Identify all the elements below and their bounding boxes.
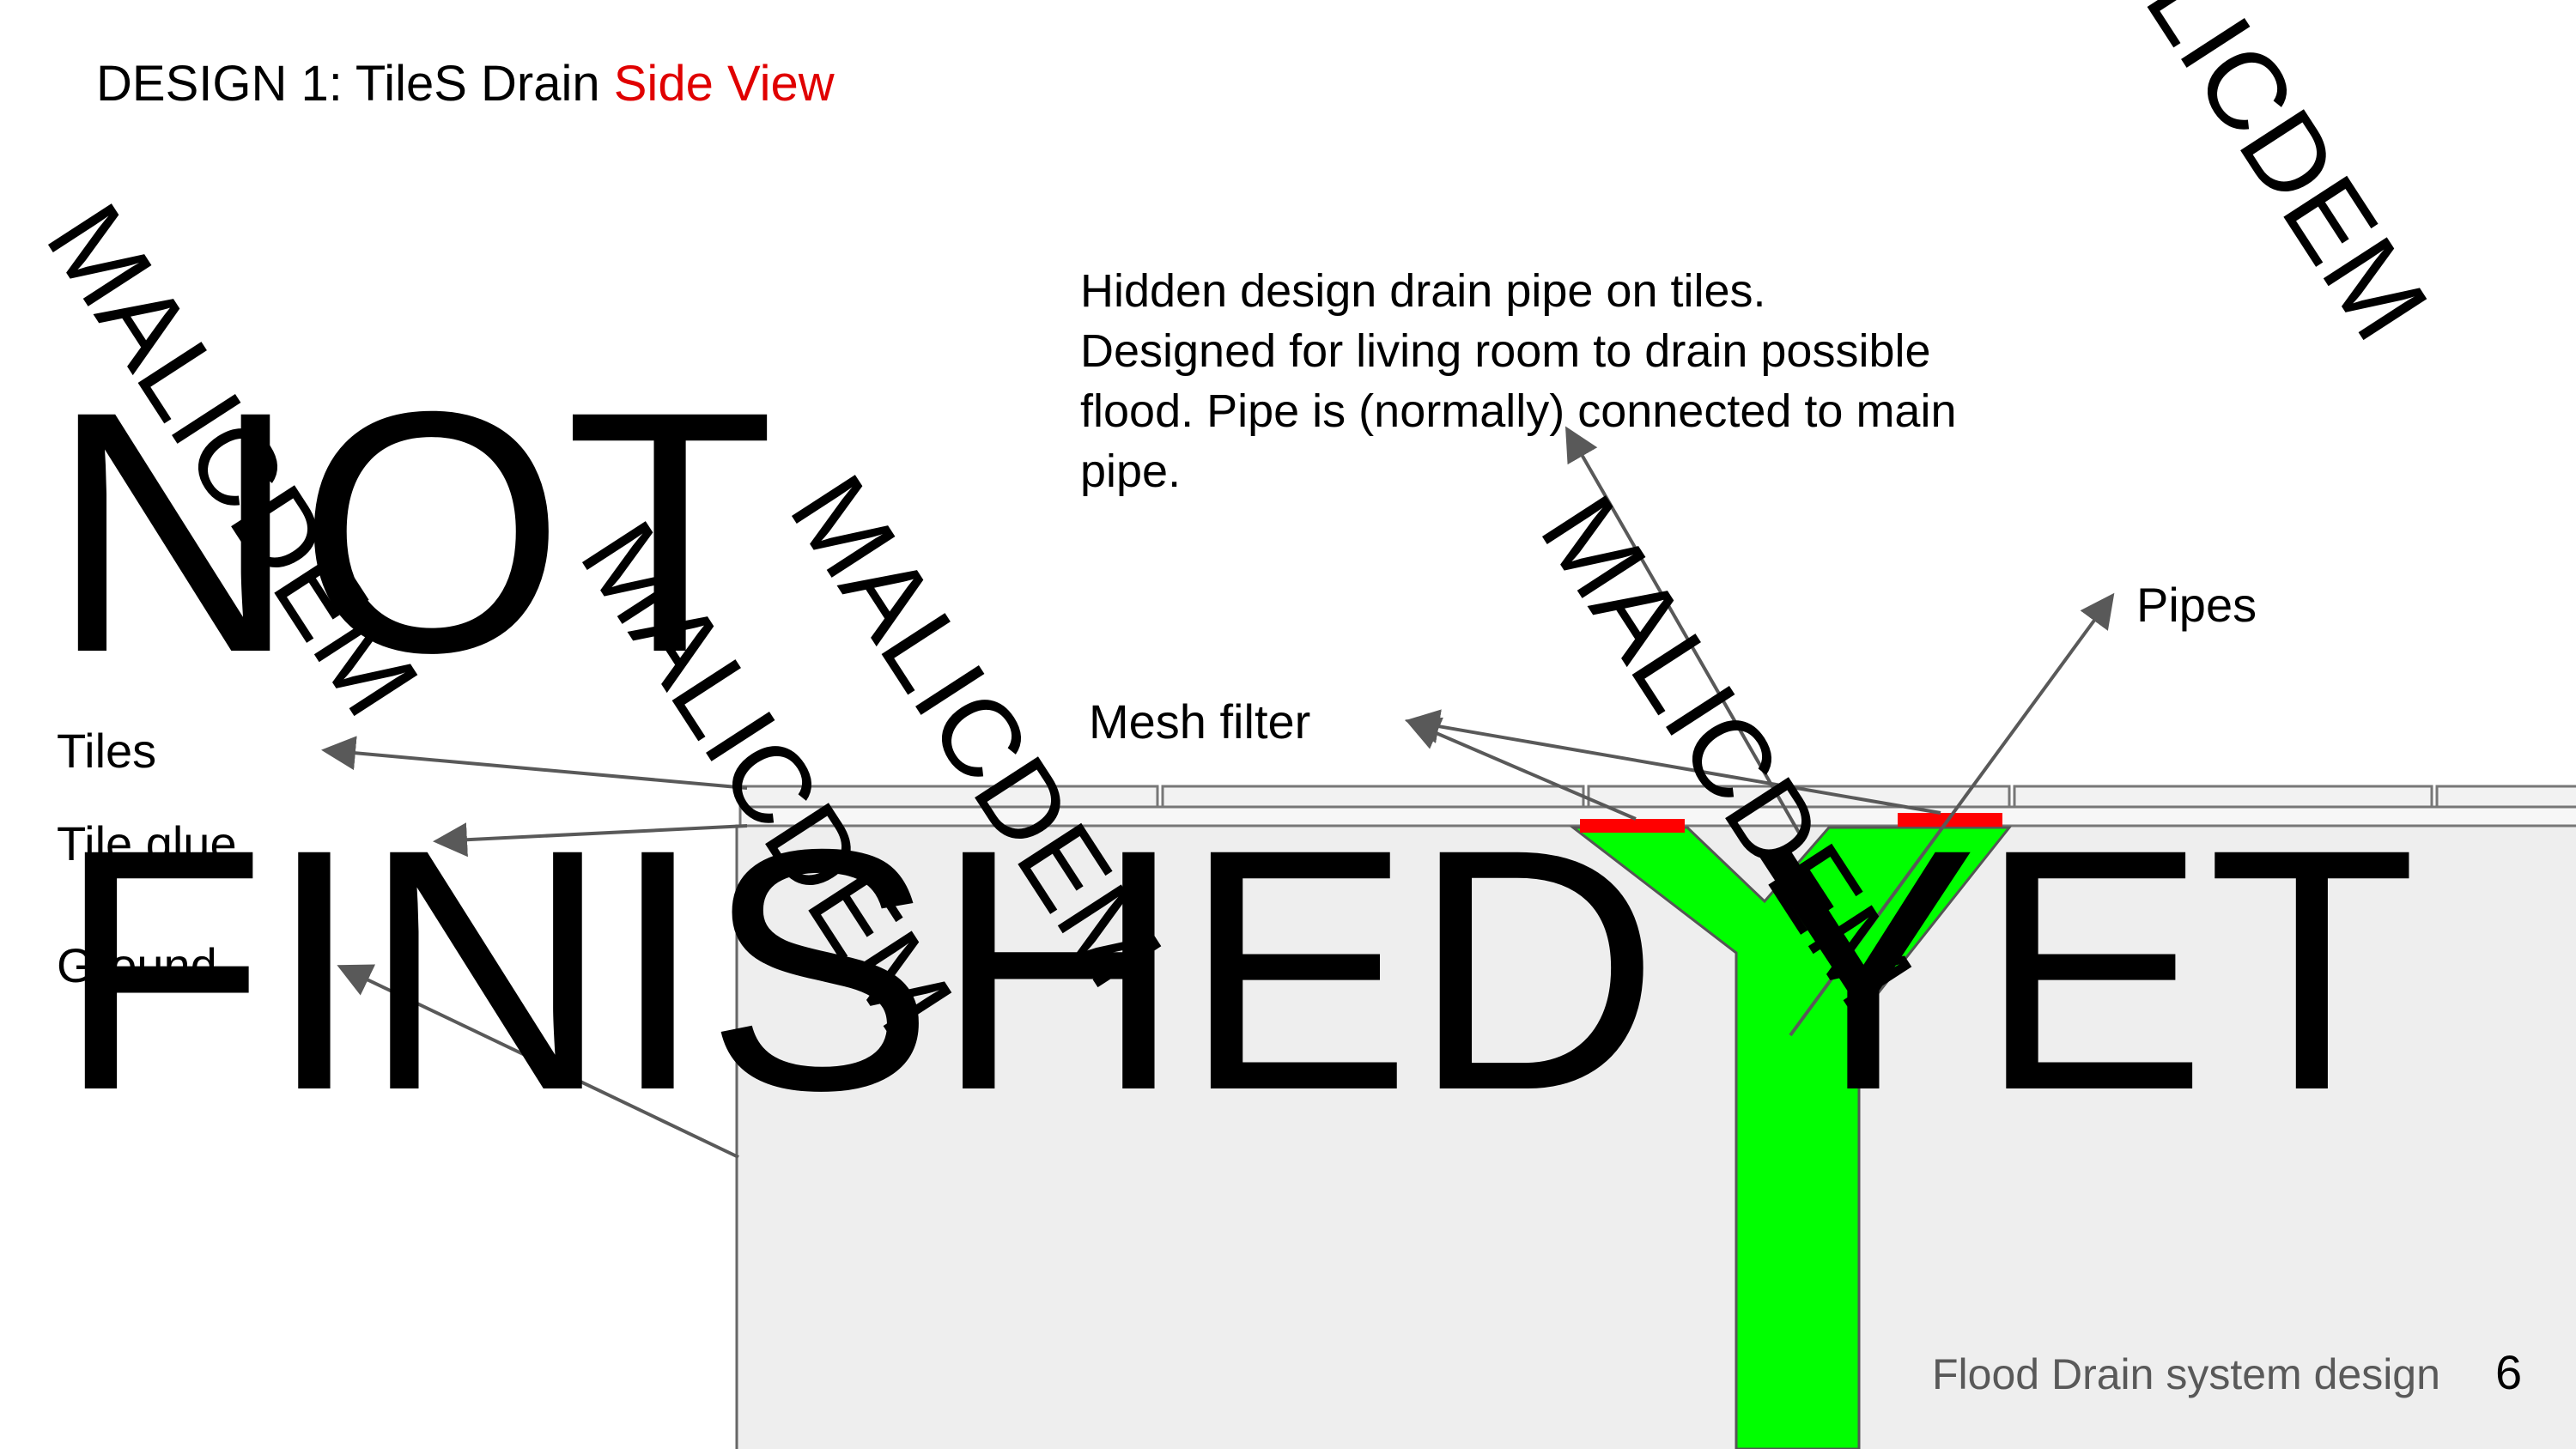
y-pipe xyxy=(1569,826,2013,1449)
title-accent: Side View xyxy=(613,56,835,112)
description-line: Hidden design drain pipe on tiles. xyxy=(1080,265,1766,317)
ground-label: Ground xyxy=(57,938,217,992)
pipes-arrow xyxy=(1789,592,2115,1037)
not-finished-line1: NOT xyxy=(50,340,775,724)
design-description: Hidden design drain pipe on tiles. Desig… xyxy=(1080,261,2111,501)
tile xyxy=(2013,785,2433,809)
tile xyxy=(738,785,1159,809)
mesh-filter-arrow-right xyxy=(1405,709,1941,815)
mesh-filter-arrow-left xyxy=(1405,717,1637,821)
mesh-filter-left xyxy=(1580,819,1685,833)
pipes-label: Pipes xyxy=(2136,578,2257,632)
title-prefix: DESIGN 1: TileS Drain xyxy=(96,56,614,112)
footer-title: Flood Drain system design xyxy=(1932,1350,2440,1398)
tile xyxy=(1161,785,1585,809)
ground-block xyxy=(735,824,2576,1449)
tiles-arrow xyxy=(321,736,748,790)
tile xyxy=(2435,785,2576,809)
tile-glue-label: Tile glue xyxy=(57,816,237,870)
not-finished-line2: FINISHED YET xyxy=(57,778,2417,1161)
page-number: 6 xyxy=(2495,1345,2523,1399)
tile-glue-arrow xyxy=(433,822,748,858)
ground-arrow xyxy=(337,964,739,1159)
tiles-label: Tiles xyxy=(57,724,157,778)
description-line: flood. Pipe is (normally) connected to m… xyxy=(1080,385,1957,437)
description-arrow xyxy=(1565,426,1801,834)
description-line: pipe. xyxy=(1080,446,1182,497)
description-line: Designed for living room to drain possib… xyxy=(1080,325,1931,377)
mesh-filter-label: Mesh filter xyxy=(1089,694,1311,749)
slide-title: DESIGN 1: TileS Drain Side View xyxy=(96,55,835,112)
